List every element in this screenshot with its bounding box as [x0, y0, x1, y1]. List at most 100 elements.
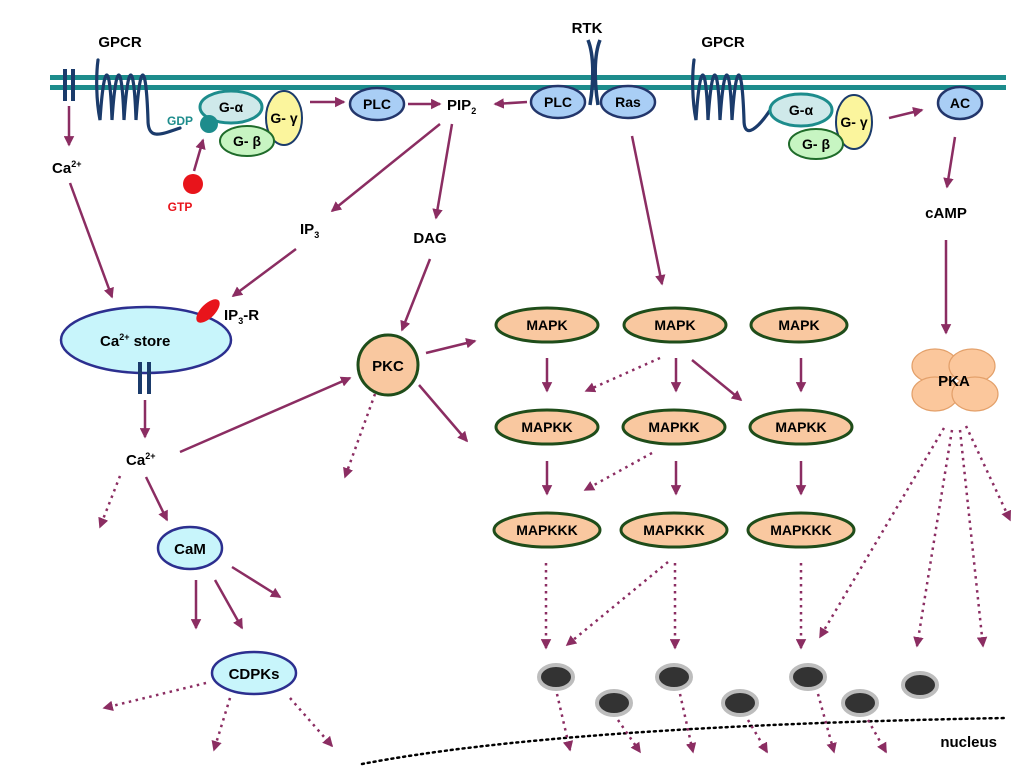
- target-4: [721, 689, 759, 717]
- arrow-ca-to-store: [68, 182, 114, 299]
- svg-text:MAPK: MAPK: [654, 317, 695, 333]
- g-alpha-left: [198, 89, 264, 125]
- target-2: [595, 689, 633, 717]
- svg-text:MAPK: MAPK: [526, 317, 567, 333]
- solid-arrows: [63, 96, 957, 630]
- target-7: [901, 671, 939, 699]
- dotted-pka-2: [913, 429, 954, 648]
- mapkk-node-1: MAPKK: [494, 408, 600, 446]
- nuclear-envelope: [360, 716, 1008, 766]
- svg-text:G- γ: G- γ: [840, 114, 867, 130]
- mapkkk-node-1: MAPKKK: [492, 511, 602, 549]
- arrow-pkc-to-mapk: [425, 338, 477, 355]
- gpcr-left-receptor: [95, 58, 182, 136]
- svg-text:Ras: Ras: [615, 94, 641, 110]
- mapk-node-2: MAPK: [622, 306, 728, 344]
- ca-store-node: Ca2+ store: [59, 305, 233, 375]
- arrow-ip3-to-receptor: [231, 247, 297, 298]
- svg-text:G- β: G- β: [802, 136, 830, 152]
- pkc-node: PKC: [356, 333, 420, 397]
- mapk-node-1: MAPK: [494, 306, 600, 344]
- ras-node: Ras: [599, 84, 657, 120]
- pka-node: PKA: [911, 348, 999, 412]
- dotted-target2-nucleus: [616, 719, 642, 754]
- dag-label: DAG: [413, 230, 446, 247]
- calcium-channel-store: [138, 362, 151, 394]
- arrow-ca-to-pkc: [179, 376, 352, 454]
- gdp-label: GDP: [167, 114, 193, 128]
- arrow-pip2-to-dag: [432, 123, 454, 220]
- cdpks-node: CDPKs: [210, 650, 298, 696]
- ca-label-top: Ca2+: [52, 159, 81, 177]
- arrow-ras-to-mapk: [630, 135, 666, 286]
- arrow-cam-right: [231, 565, 282, 599]
- target-3: [655, 663, 693, 691]
- dotted-cdpks-left: [102, 681, 207, 711]
- svg-text:MAPKK: MAPKK: [775, 419, 826, 435]
- gtp-label: GTP: [168, 200, 193, 214]
- arrow-plc-right-to-pip2: [493, 98, 528, 109]
- svg-text:G- γ: G- γ: [270, 110, 297, 126]
- svg-text:Ca2+ store: Ca2+ store: [100, 332, 170, 350]
- svg-text:PKC: PKC: [372, 358, 404, 375]
- dotted-arrows: [98, 356, 1012, 754]
- svg-text:MAPKK: MAPKK: [648, 419, 699, 435]
- mapkk-node-2: MAPKK: [621, 408, 727, 446]
- gpcr-right-receptor: [691, 58, 776, 133]
- mapk-node-3: MAPK: [749, 306, 849, 344]
- dotted-mapkkk2-to-target1: [565, 561, 669, 646]
- dotted-mapk2-to-mapkk1: [584, 356, 661, 393]
- dotted-cdpks-right: [289, 697, 334, 748]
- svg-text:CDPKs: CDPKs: [229, 666, 280, 683]
- dotted-target3-nucleus: [678, 693, 697, 754]
- g-gamma-left: [265, 90, 303, 146]
- calcium-channel-membrane: [63, 69, 75, 101]
- ca-label-lower: Ca2+: [126, 451, 155, 469]
- ip3r-label: IP3-R: [224, 307, 259, 326]
- dotted-cdpks-down: [211, 697, 232, 752]
- ac-node: AC: [936, 85, 984, 121]
- camp-label: cAMP: [925, 205, 967, 222]
- target-1: [537, 663, 575, 691]
- mapkkk-node-2: MAPKKK: [619, 511, 729, 549]
- dotted-pkc-down: [343, 393, 377, 479]
- svg-text:MAPKKK: MAPKKK: [516, 522, 577, 538]
- svg-text:CaM: CaM: [174, 541, 206, 558]
- gpcr-left-label: GPCR: [98, 34, 142, 51]
- g-beta-left: [219, 125, 275, 157]
- svg-text:MAPKKK: MAPKKK: [643, 522, 704, 538]
- arrow-pkc-to-mapkk: [418, 384, 469, 443]
- ip3-label: IP3: [300, 221, 319, 240]
- arrow-ac-to-camp: [943, 136, 957, 189]
- arrow-gtp-to-gprotein: [192, 138, 206, 172]
- rtk-label: RTK: [572, 20, 603, 37]
- dotted-target6-nucleus: [866, 719, 888, 754]
- cam-node: CaM: [156, 525, 224, 571]
- nucleus-label: nucleus: [940, 734, 997, 751]
- plc-left-node: PLC: [348, 86, 406, 122]
- svg-text:G-α: G-α: [789, 102, 814, 118]
- target-6: [841, 689, 879, 717]
- g-gamma-right: [835, 94, 873, 150]
- arrow-pip2-to-ip3: [330, 123, 441, 212]
- svg-text:MAPK: MAPK: [778, 317, 819, 333]
- dotted-mapkk2-to-mapkkk1: [583, 451, 653, 492]
- dotted-target5-nucleus: [816, 693, 837, 754]
- svg-text:G-α: G-α: [219, 99, 244, 115]
- gdp-molecule: [200, 115, 218, 133]
- arrow-ca-to-cam: [144, 476, 169, 522]
- dotted-pka-4: [964, 425, 1012, 522]
- svg-text:G- β: G- β: [233, 133, 261, 149]
- svg-text:PKA: PKA: [938, 373, 970, 390]
- g-beta-right: [788, 128, 844, 160]
- ip3-receptor: [196, 299, 220, 323]
- arrow-dag-to-pkc: [400, 258, 432, 332]
- gpcr-right-label: GPCR: [701, 34, 745, 51]
- plc-right-node: PLC: [529, 84, 587, 120]
- g-protein-left: G-α G- β G- γ: [198, 89, 303, 157]
- target-5: [789, 663, 827, 691]
- g-alpha-right: [768, 92, 834, 128]
- arrow-cam-to-cdpks: [213, 579, 244, 630]
- dotted-pka-3: [958, 429, 988, 648]
